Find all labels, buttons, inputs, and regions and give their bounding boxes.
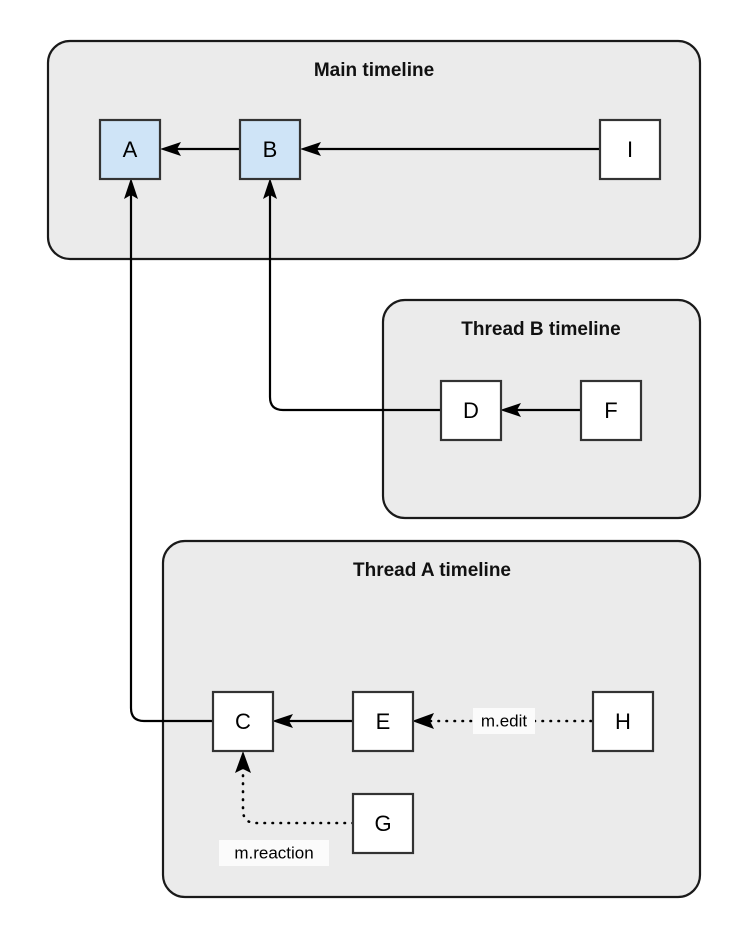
edge-h-to-e-label-bg [473, 708, 535, 734]
edge-e-to-c-arrowhead [272, 714, 293, 728]
edge-e-to-c [272, 714, 353, 728]
edge-d-to-b-line [268, 188, 441, 412]
edge-g-to-c-label-bg [219, 840, 329, 866]
node-i[interactable]: I [598, 118, 662, 181]
edge-i-to-b [300, 142, 600, 156]
node-a-rect [98, 118, 162, 181]
panel-thread-a-timeline[interactable]: Thread A timeline [161, 539, 702, 899]
node-i-label: I [627, 137, 633, 162]
edge-h-to-e-label: m.edit [481, 711, 528, 730]
node-h-label: H [615, 709, 631, 734]
edge-g-to-c-label: m.reaction [234, 843, 313, 862]
node-a-label: A [123, 137, 138, 162]
panel-thread-a-timeline-rect [161, 539, 702, 899]
edge-g-to-c-arrowhead [235, 751, 251, 773]
edge-g-to-c-line [241, 763, 355, 825]
node-f-rect [579, 379, 643, 442]
node-e-rect [351, 690, 415, 753]
panel-thread-b-timeline-title: Thread B timeline [461, 319, 620, 340]
edge-g-to-c: m.reaction [219, 751, 355, 866]
edge-f-to-d-arrowhead [500, 403, 521, 417]
edge-d-to-b [263, 178, 441, 412]
node-b-label: B [263, 137, 278, 162]
node-f[interactable]: F [579, 379, 643, 442]
node-e-label: E [376, 709, 391, 734]
panel-main-timeline-title: Main timeline [314, 60, 434, 81]
node-b[interactable]: B [238, 118, 302, 181]
node-b-rect [238, 118, 302, 181]
edge-f-to-d [500, 403, 581, 417]
node-d[interactable]: D [439, 379, 503, 442]
node-g[interactable]: G [351, 792, 415, 855]
node-e[interactable]: E [351, 690, 415, 753]
node-d-label: D [463, 398, 479, 423]
node-h[interactable]: H [591, 690, 655, 753]
panel-thread-a-timeline-title: Thread A timeline [353, 560, 511, 581]
node-a[interactable]: A [98, 118, 162, 181]
node-g-rect [351, 792, 415, 855]
node-c[interactable]: C [211, 690, 275, 753]
node-g-label: G [374, 811, 391, 836]
edge-c-to-a-line [129, 188, 213, 723]
edge-i-to-b-arrowhead [300, 142, 321, 156]
node-f-label: F [604, 398, 617, 423]
edge-c-to-a-arrowhead [124, 178, 138, 199]
edge-c-to-a [124, 178, 213, 723]
node-c-rect [211, 690, 275, 753]
edge-b-to-a [160, 142, 240, 156]
edge-d-to-b-arrowhead [263, 178, 277, 199]
node-i-rect [598, 118, 662, 181]
node-d-rect [439, 379, 503, 442]
node-h-rect [591, 690, 655, 753]
edge-h-to-e-arrowhead [412, 713, 434, 729]
edge-b-to-a-arrowhead [160, 142, 181, 156]
edge-h-to-e: m.edit [412, 708, 593, 734]
node-c-label: C [235, 709, 251, 734]
